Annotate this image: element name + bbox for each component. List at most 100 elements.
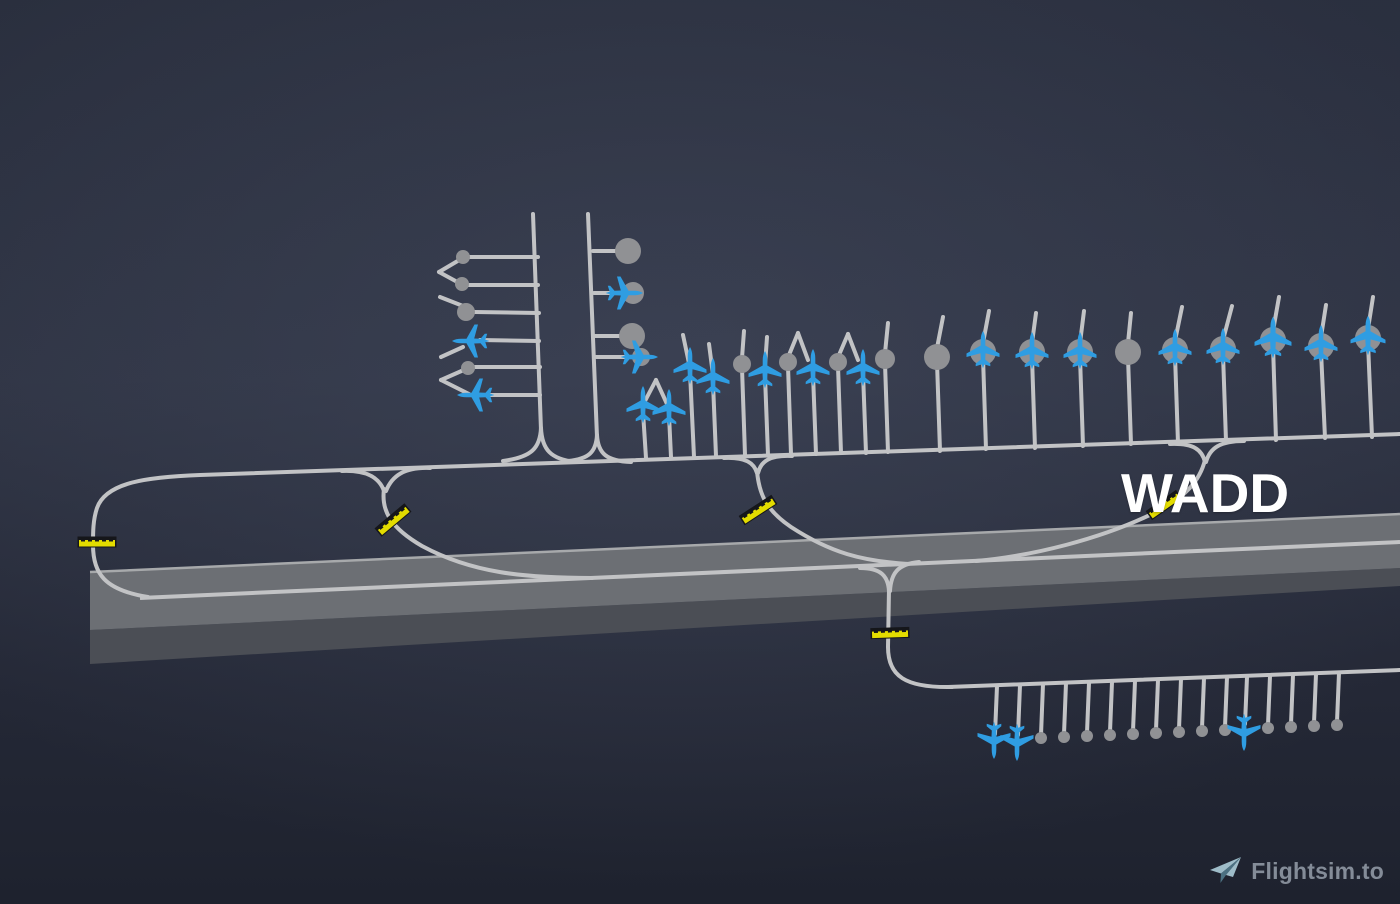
parking-node [456, 250, 470, 264]
runway-edge-line [89, 512, 1400, 574]
taxiway-line [883, 321, 890, 355]
taxiway-line [384, 465, 432, 493]
taxiway-line [1266, 674, 1272, 727]
taxiway-line [438, 295, 465, 308]
hold-bar-tooth [388, 514, 395, 521]
taxiway-line [740, 329, 746, 360]
hold-short-bar [738, 494, 778, 526]
aircraft-icon [696, 358, 730, 396]
parking-node [1035, 732, 1047, 744]
aircraft-icon [626, 386, 660, 424]
hold-bar-tooth [887, 627, 892, 633]
taxiway-line [1177, 677, 1183, 731]
taxiway-line [1289, 673, 1295, 726]
taxiway-line [1085, 681, 1091, 735]
hold-bar-tooth [109, 537, 113, 542]
hold-bar-tooth [759, 500, 766, 507]
hold-bar-stripe [741, 498, 776, 524]
taxiway-line [974, 458, 1207, 563]
parking-node [1196, 725, 1208, 737]
aircraft-icon [846, 349, 880, 387]
aircraft-icon [748, 351, 782, 389]
parking-node [875, 349, 895, 369]
parking-node [619, 323, 645, 349]
taxiway-line [1335, 671, 1341, 724]
parking-node [1104, 729, 1116, 741]
taxiway-line [1223, 675, 1229, 729]
taxiway-line [786, 364, 793, 456]
hold-bar-tooth [393, 510, 400, 517]
runway-shoulder [90, 568, 1400, 664]
parking-node [1173, 726, 1185, 738]
aircraft-icon [1227, 713, 1261, 751]
taxiway-line [1319, 349, 1327, 440]
taxiway-line [1200, 676, 1206, 730]
taxiway-line [566, 433, 599, 463]
hold-short-bar [374, 503, 412, 537]
taxiway-line [836, 364, 843, 455]
taxiway-line [539, 426, 577, 464]
taxiway-line [472, 310, 541, 315]
taxiway-line [756, 453, 794, 475]
aircraft-icon [457, 378, 495, 412]
parking-node [733, 355, 751, 373]
hold-bar-tooth [398, 505, 405, 512]
taxiway-line [501, 426, 543, 463]
taxiway-line [439, 378, 471, 396]
taxiway-line [437, 257, 463, 274]
hold-bar-tooth [88, 537, 92, 542]
taxiway-line [586, 212, 599, 439]
hold-bar-tooth [382, 519, 389, 526]
hold-bar-tooth [747, 508, 754, 515]
taxiway-line [787, 331, 800, 357]
taxiway-line [1173, 353, 1180, 445]
taxiway-line [1078, 355, 1085, 448]
taxiway-line [688, 370, 696, 459]
hold-bar-tooth [102, 537, 106, 542]
hold-bar-tooth [1148, 507, 1155, 514]
taxiway-line [1131, 679, 1137, 733]
taxiway-line [796, 331, 810, 362]
aircraft-icon [452, 324, 490, 358]
taxiway-line [654, 378, 669, 406]
parking-node [1081, 730, 1093, 742]
taxiway-line [740, 366, 747, 457]
taxiway-line [1030, 355, 1037, 450]
taxiway-line [861, 371, 868, 455]
watermark-text: Flightsim.to [1251, 857, 1384, 884]
taxiway-line [1016, 683, 1022, 737]
hold-short-bar [870, 626, 910, 640]
parking-node [1262, 722, 1274, 734]
hold-bar-tooth [765, 497, 772, 504]
taxiway-line [885, 587, 954, 690]
parking-node [829, 353, 847, 371]
hold-bar-tooth [741, 512, 748, 519]
taxiway-line [888, 560, 921, 593]
taxiway-line [478, 338, 541, 343]
taxiway-line [531, 212, 543, 432]
aircraft-icon [1000, 723, 1034, 761]
aircraft-icon [1254, 316, 1292, 359]
hold-bar-tooth [873, 628, 878, 634]
taxiway-line [935, 360, 942, 453]
aircraft-icon [605, 276, 643, 310]
runway-centerline [139, 540, 1400, 600]
taxiway-line [595, 433, 633, 464]
taxiway-line [1126, 311, 1133, 345]
taxiway-line [811, 372, 818, 456]
taxiway-line [722, 455, 759, 475]
taxiway-line [1312, 672, 1318, 725]
parking-node [615, 238, 641, 264]
hold-bar-tooth [1159, 499, 1166, 506]
parking-node [461, 361, 475, 375]
hold-bar-tooth [880, 628, 885, 633]
parking-node [779, 353, 797, 371]
taxiway-line [340, 468, 386, 493]
hold-bar-stripe [377, 506, 410, 536]
taxiway-line [439, 345, 465, 359]
hold-bar-tooth [377, 523, 384, 530]
taxiway-line [1108, 680, 1114, 734]
hold-bar-tooth [1170, 492, 1177, 499]
parking-node [457, 303, 475, 321]
hold-short-bar [77, 536, 117, 548]
